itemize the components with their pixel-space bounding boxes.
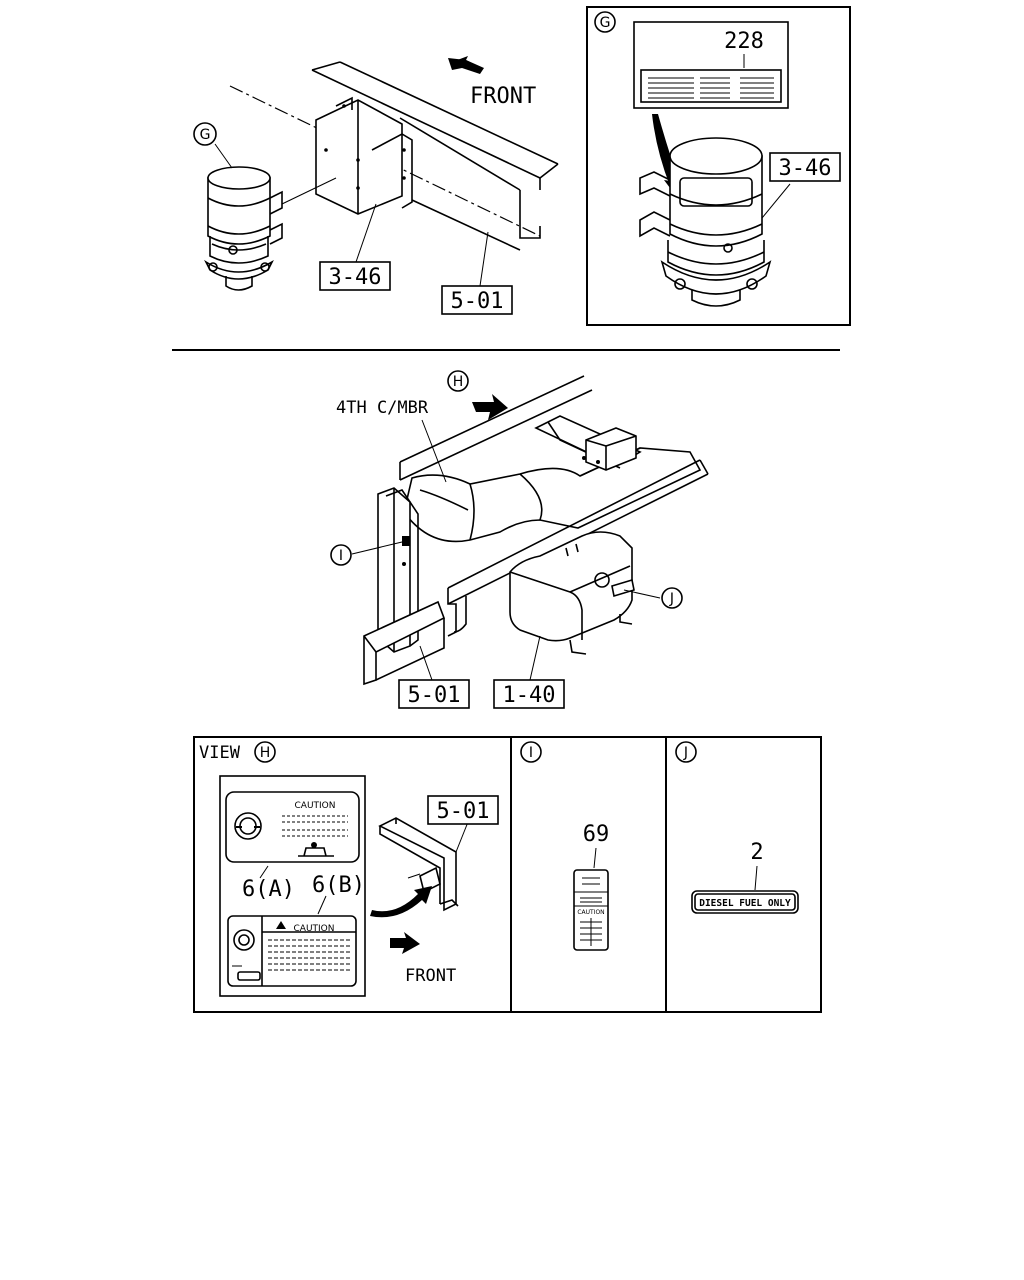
bottom-views-frame — [193, 736, 822, 1013]
view-j-callout: J — [683, 745, 688, 761]
view-j-panel: J 2 DIESEL FUEL ONLY — [675, 741, 799, 914]
front-label-top: FRONT — [470, 84, 536, 109]
caution-a-text: CAUTION — [295, 801, 336, 811]
front-label-view-h: FRONT — [405, 966, 456, 986]
part-2-label: 2 — [750, 840, 763, 865]
callout-j-middle: J — [661, 587, 683, 609]
part-5-01-view-h-label: 5-01 — [437, 799, 490, 824]
part-box-1-40-middle: 1-40 — [493, 679, 565, 709]
callout-i-middle: I — [330, 544, 352, 566]
label-69-caution: CAUTION — [577, 909, 604, 916]
part-box-5-01-top: 5-01 — [441, 285, 513, 315]
callout-i-middle-letter: I — [339, 548, 343, 564]
callout-j-middle-letter: J — [669, 591, 674, 607]
part-box-5-01-view-h: 5-01 — [427, 795, 499, 825]
caution-b-text: CAUTION — [294, 924, 335, 934]
callout-g-top: G — [193, 122, 217, 146]
detail-g-panel: G 228 — [586, 6, 851, 326]
part-3-46-detail-label: 3-46 — [779, 156, 832, 181]
fourth-cross-member-label: 4TH C/MBR — [336, 398, 429, 418]
detail-g-callout: G — [600, 15, 611, 31]
view-i-callout: I — [529, 745, 533, 761]
view-h-panel: VIEW H CAUTION 6(A) 6(B) CAUTION — [199, 741, 499, 997]
top-left-illustration — [204, 56, 559, 291]
part-6a-label: 6(A) — [242, 877, 295, 902]
part-228-label: 228 — [724, 29, 764, 54]
view-i-panel: I 69 CAUTION — [520, 741, 610, 951]
part-1-40-middle-label: 1-40 — [503, 683, 556, 708]
chassis-illustration — [351, 375, 709, 686]
part-box-3-46-detail: 3-46 — [769, 152, 841, 182]
part-box-3-46-top: 3-46 — [319, 261, 391, 291]
callout-h-middle-letter: H — [453, 374, 464, 390]
view-h-title: VIEW — [199, 743, 241, 763]
part-5-01-middle-label: 5-01 — [408, 683, 461, 708]
callout-g-top-letter: G — [200, 127, 211, 143]
part-5-01-top-label: 5-01 — [451, 289, 504, 314]
view-h-callout: H — [260, 745, 271, 761]
part-box-5-01-middle: 5-01 — [398, 679, 470, 709]
part-6b-label: 6(B) — [312, 873, 365, 898]
callout-h-middle: H — [447, 370, 469, 392]
plate-228-text-lines — [648, 77, 774, 99]
part-3-46-top-label: 3-46 — [329, 265, 382, 290]
diesel-fuel-only-plate-text: DIESEL FUEL ONLY — [699, 898, 791, 909]
part-69-label: 69 — [583, 822, 610, 847]
